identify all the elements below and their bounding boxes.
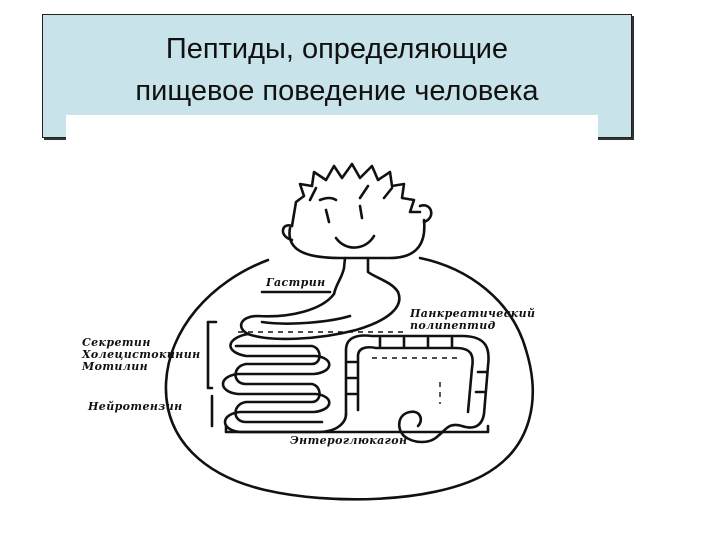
face-side-left bbox=[281, 224, 294, 242]
stomach-inner bbox=[260, 314, 352, 325]
hair-strand-1 bbox=[308, 186, 318, 202]
label-secretin: Секретин bbox=[82, 336, 151, 349]
label-neurotensin: Нейротензин bbox=[87, 400, 183, 413]
image-top-edge bbox=[66, 115, 598, 145]
title-line-1: Пептиды, определяющие bbox=[165, 33, 509, 65]
large-intestine-inner bbox=[356, 345, 474, 414]
label-motilin: Мотилин bbox=[81, 360, 148, 373]
bracket-left bbox=[206, 320, 214, 390]
esophagus-right bbox=[366, 256, 400, 294]
small-intestine-inner bbox=[234, 344, 324, 424]
rectum bbox=[397, 410, 423, 438]
slide-title: Пептиды, определяющие пищевое поведение … bbox=[42, 28, 632, 112]
hair bbox=[290, 162, 422, 228]
ear-right bbox=[418, 204, 433, 224]
hair-strand-2 bbox=[358, 184, 370, 200]
label-pancreatic-line1: Панкреатический bbox=[409, 307, 535, 320]
label-pancreatic-line2: полипептид bbox=[410, 319, 496, 332]
eye-right-icon bbox=[358, 204, 364, 220]
eye-left-icon bbox=[324, 208, 331, 224]
large-intestine-outer bbox=[344, 334, 490, 444]
label-cholecystokinin: Холецистокинин bbox=[81, 348, 201, 361]
label-enteroglucagon: Энтероглюкагон bbox=[290, 434, 407, 447]
title-line-2: пищевое поведение человека bbox=[135, 75, 539, 107]
smile-icon bbox=[334, 234, 376, 249]
esophagus bbox=[332, 256, 347, 296]
hair-strand-3 bbox=[382, 186, 394, 200]
eyebrow bbox=[318, 196, 338, 202]
head-outline bbox=[288, 218, 426, 260]
bracket-bottom bbox=[224, 424, 490, 434]
body-outline bbox=[164, 256, 534, 501]
label-gastrin: Гастрин bbox=[265, 276, 326, 289]
colon-haustra bbox=[346, 336, 488, 396]
